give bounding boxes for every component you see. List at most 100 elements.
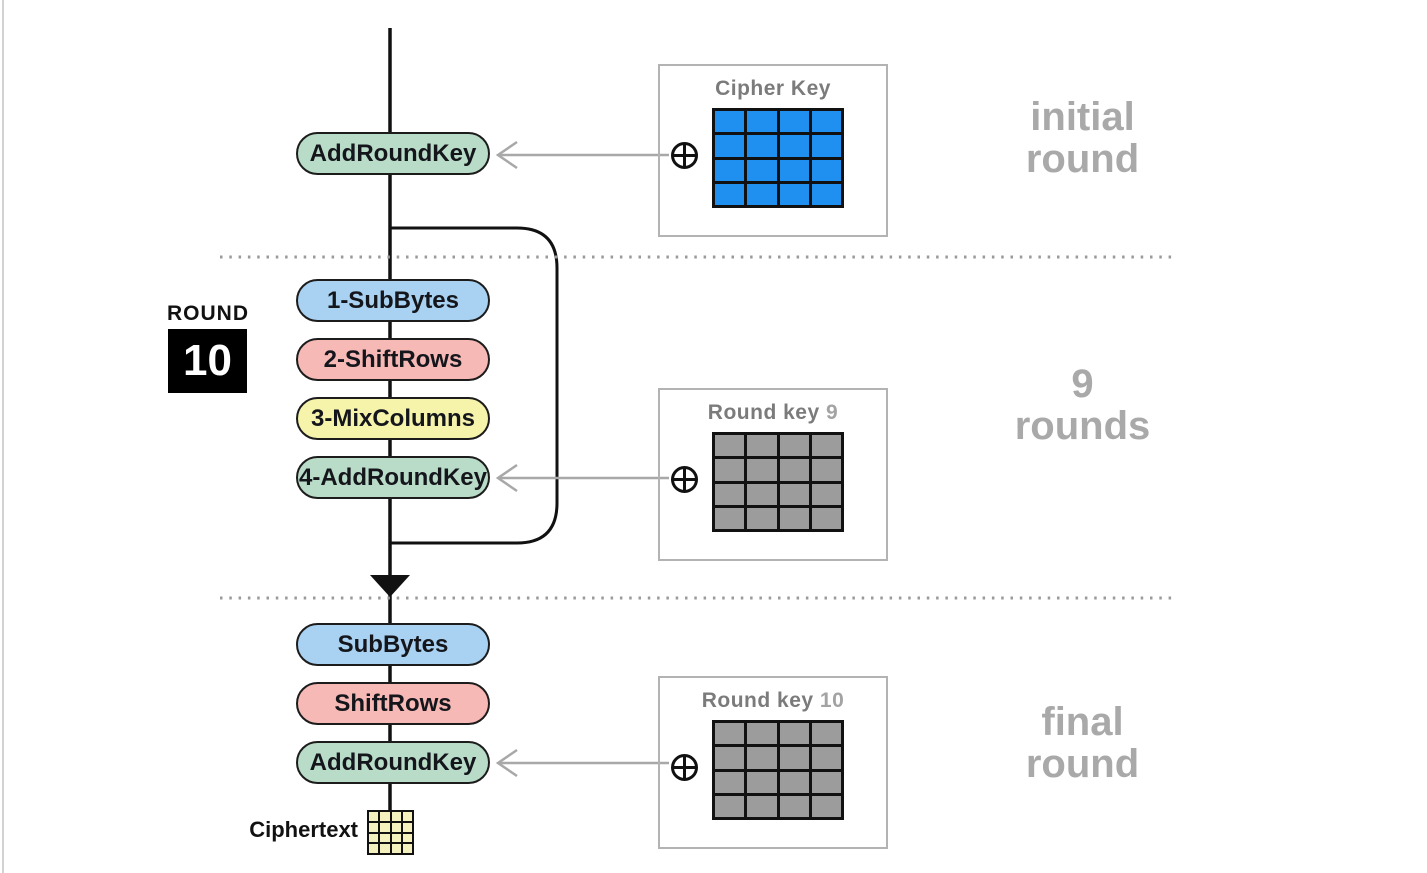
key-box-title: Round key 9 [660,401,886,425]
down-arrow-icon [370,575,410,597]
step-label: 1-SubBytes [326,286,460,314]
grid-cell [369,812,379,821]
grid-cell [715,507,745,529]
key-box-title: Round key 10 [660,689,886,713]
ciphertext-label: Ciphertext [249,817,358,842]
grid-cell [811,507,841,529]
step-mixcolumns-main: 3-MixColumns [296,397,490,440]
grid-cell [715,747,745,769]
grid-cell [715,111,745,133]
grid-cell [380,822,390,832]
section-label-line: 9 [1071,362,1094,406]
grid-cell [811,771,841,793]
key-box-title: Cipher Key [660,77,886,101]
step-addroundkey-final: AddRoundKey [296,741,490,784]
key-state-grid [712,432,844,532]
grid-cell [779,159,809,181]
grid-cell [811,723,841,745]
xor-icon [671,142,698,169]
grid-cell [391,833,401,843]
ciphertext-grid [367,810,414,855]
grid-cell [402,833,412,843]
round-key-9-box: Round key 9 [658,388,888,561]
step-label: ShiftRows [334,689,452,717]
grid-cell [391,822,401,832]
step-shiftrows-main: 2-ShiftRows [296,338,490,381]
key-state-grid [712,108,844,208]
grid-cell [779,435,809,457]
grid-cell [779,459,809,481]
grid-cell [380,812,390,821]
key-title-text: Round key [707,401,820,424]
grid-cell [811,483,841,505]
key-arrowhead-main-icon [495,463,518,493]
grid-cell [811,459,841,481]
round-badge-number: 10 [183,336,232,385]
grid-cell [747,771,777,793]
grid-cell [402,812,412,821]
key-state-grid [712,720,844,820]
round-badge-box: 10 [168,329,247,393]
grid-cell [715,135,745,157]
section-label-final: final round [960,701,1205,785]
grid-cell [747,435,777,457]
grid-cell [391,844,401,853]
grid-cell [747,747,777,769]
grid-cell [811,111,841,133]
grid-cell [779,135,809,157]
section-label-9-rounds: 9 rounds [960,363,1205,447]
grid-cell [402,844,412,853]
step-subbytes-main: 1-SubBytes [296,279,490,322]
grid-cell [380,833,390,843]
grid-cell [779,483,809,505]
grid-cell [747,111,777,133]
section-label-initial: initial round [960,96,1205,180]
grid-cell [811,135,841,157]
step-label: 4-AddRoundKey [299,463,487,491]
step-label: 2-ShiftRows [323,345,463,373]
grid-cell [811,747,841,769]
grid-cell [715,723,745,745]
grid-cell [715,483,745,505]
grid-cell [779,111,809,133]
grid-cell [715,795,745,817]
step-label: 3-MixColumns [310,404,475,432]
section-label-line: initial [1030,95,1135,139]
grid-cell [715,159,745,181]
cipher-key-box: Cipher Key [658,64,888,237]
key-arrowhead-initial-icon [495,140,518,170]
key-title-number: 10 [819,689,845,712]
section-label-line: round [1025,137,1140,181]
grid-cell [779,723,809,745]
grid-cell [715,183,745,205]
grid-cell [779,747,809,769]
key-title-number: 9 [826,401,839,424]
grid-cell [779,507,809,529]
section-label-line: rounds [1014,404,1151,448]
grid-cell [747,159,777,181]
step-addroundkey-initial: AddRoundKey [296,132,490,175]
grid-cell [380,844,390,853]
grid-cell [811,159,841,181]
round-badge-label: ROUND [167,302,249,325]
xor-icon [671,466,698,493]
grid-cell [369,833,379,843]
round-loop-line [390,226,559,545]
grid-cell [715,435,745,457]
grid-cell [369,844,379,853]
grid-cell [811,795,841,817]
grid-cell [391,812,401,821]
grid-cell [747,483,777,505]
grid-cell [747,135,777,157]
grid-cell [402,822,412,832]
grid-cell [715,771,745,793]
grid-cell [811,435,841,457]
grid-cell [779,183,809,205]
section-label-line: final [1041,700,1124,744]
grid-cell [747,795,777,817]
grid-cell [811,183,841,205]
step-subbytes-final: SubBytes [296,623,490,666]
key-title-text: Round key [701,689,814,712]
key-title-text: Cipher Key [715,77,831,100]
